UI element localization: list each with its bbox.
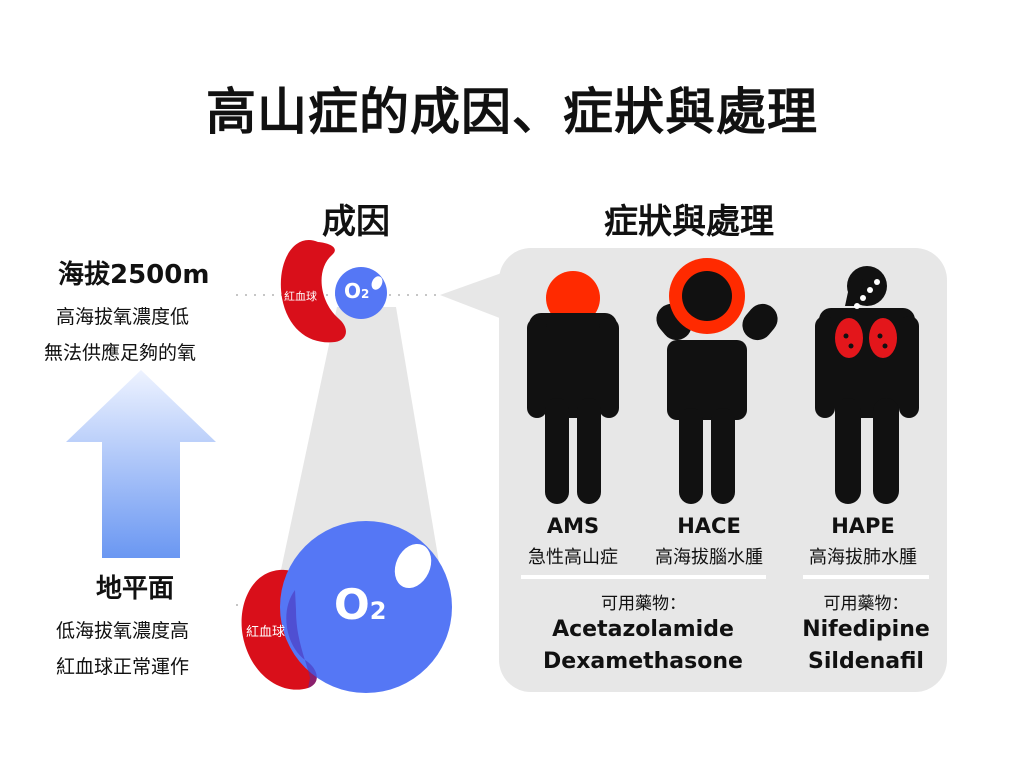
lung-right	[869, 318, 897, 358]
person-icon	[527, 271, 619, 504]
ground-line2: 紅血球正常運作	[56, 656, 190, 678]
rbc-label-small: 紅血球	[284, 290, 317, 303]
figures	[527, 258, 919, 504]
divider-right	[803, 575, 929, 579]
rbc-overlap	[286, 590, 317, 688]
drug-sildenafil: Sildenafil	[808, 649, 924, 674]
meds-heading-left: 可用藥物：	[601, 594, 686, 614]
person-holding-head-icon	[656, 258, 778, 504]
condition-code-hace: HACE	[677, 514, 741, 538]
high-altitude-line2: 無法供應足夠的氧	[44, 342, 197, 364]
meds-heading-right: 可用藥物：	[823, 594, 909, 614]
drug-dexamethasone: Dexamethasone	[543, 649, 743, 674]
drug-nifedipine: Nifedipine	[802, 617, 930, 642]
condition-name-hace: 高海拔腦水腫	[655, 547, 763, 568]
person-lungs-icon	[815, 266, 919, 504]
ground-label: 地平面	[96, 574, 175, 604]
ground-line1: 低海拔氧濃度高	[56, 620, 190, 642]
section-title-treatment: 症狀與處理	[604, 202, 774, 242]
bubble-pointer	[440, 270, 510, 322]
divider-left	[521, 575, 766, 579]
rbc-label-large: 紅血球	[246, 625, 286, 640]
condition-name-ams: 急性高山症	[528, 547, 618, 568]
condition-name-hape: 高海拔肺水腫	[809, 547, 917, 568]
page-title: 高山症的成因、症狀與處理	[206, 83, 818, 141]
red-blood-cell-large	[241, 569, 317, 690]
red-blood-cell-small	[280, 240, 346, 343]
oxygen-molecule-small	[335, 267, 387, 319]
drug-acetazolamide: Acetazolamide	[552, 617, 734, 642]
condition-code-hape: HAPE	[831, 514, 895, 538]
high-altitude-label: 海拔2500m	[58, 260, 210, 290]
zoom-cone	[275, 307, 445, 598]
section-title-cause: 成因	[322, 202, 390, 242]
oxygen-label-small: O2	[344, 279, 370, 303]
oxygen-label-large: O2	[334, 580, 387, 629]
condition-code-ams: AMS	[546, 514, 600, 538]
lung-left	[835, 318, 863, 358]
oxygen-molecule-large	[280, 521, 452, 693]
up-arrow-icon	[66, 370, 216, 558]
high-altitude-line1: 高海拔氧濃度低	[56, 306, 190, 328]
